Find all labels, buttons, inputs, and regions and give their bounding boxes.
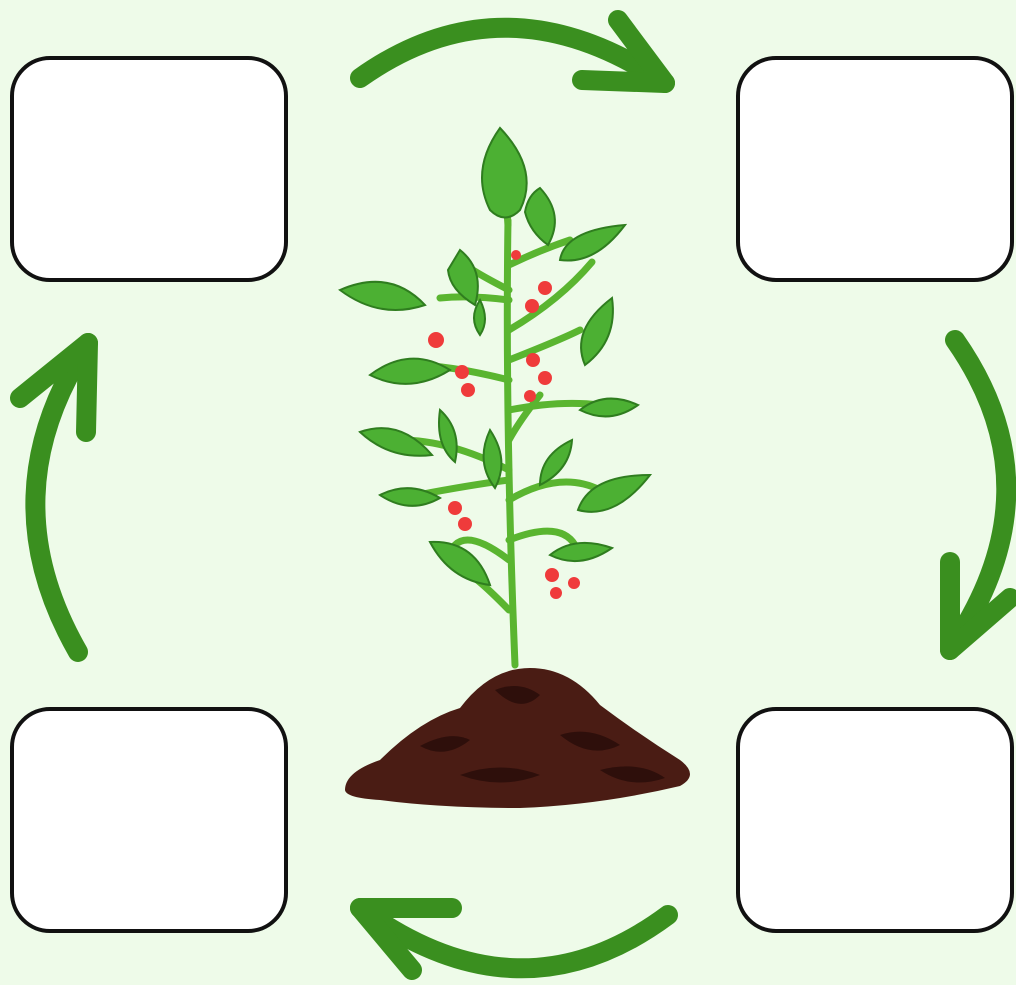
stage-box-top-left[interactable] <box>10 56 288 282</box>
arrow-bottom-icon <box>360 908 668 970</box>
arrow-right-icon <box>950 340 1010 650</box>
stage-box-top-right[interactable] <box>736 56 1014 282</box>
arrow-left-icon <box>20 343 88 652</box>
stage-box-bottom-left[interactable] <box>10 707 288 933</box>
stage-box-bottom-right[interactable] <box>736 707 1014 933</box>
arrow-top-icon <box>360 20 665 83</box>
soil-mound-icon <box>345 668 690 808</box>
plant-icon <box>340 128 650 665</box>
